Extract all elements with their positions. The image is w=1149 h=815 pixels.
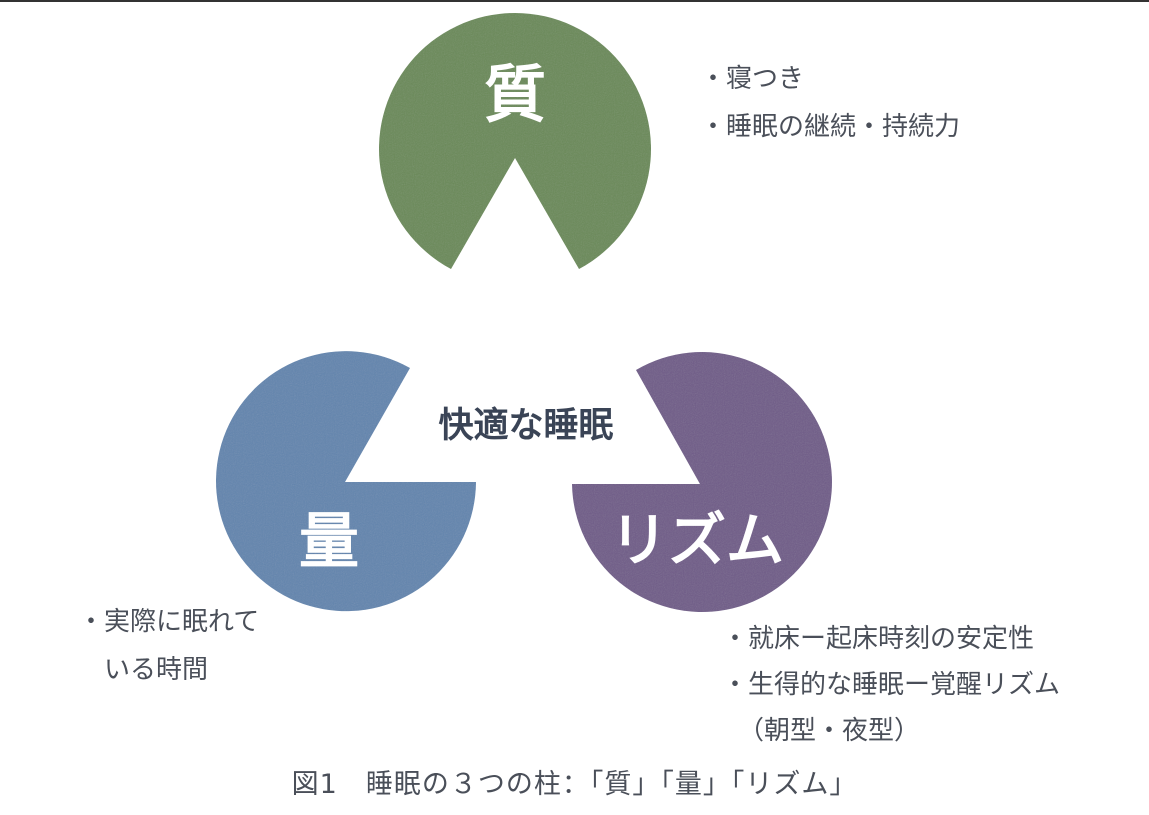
pillar-quantity-label: 量 <box>299 507 359 577</box>
rhythm-note-item: ・就床ー起床時刻の安定性 <box>722 624 1035 654</box>
quality-notes: ・寝つき ・睡眠の継続・持続力 <box>700 55 960 151</box>
pillar-rhythm-shape <box>572 352 832 613</box>
pillar-quality-label: 質 <box>484 58 546 131</box>
center-label: 快適な睡眠 <box>438 406 613 446</box>
top-rule <box>0 0 1149 2</box>
quality-note-item: ・寝つき <box>700 64 805 94</box>
rhythm-note-item: ・生得的な睡眠ー覚醒リズム <box>722 670 1061 700</box>
pillar-quality-shape <box>379 12 652 269</box>
quantity-note-item: いる時間 <box>104 655 209 685</box>
rhythm-note-item: （朝型・夜型） <box>738 716 921 746</box>
pillar-quantity-shape <box>216 351 476 612</box>
quality-note-item: ・睡眠の継続・持続力 <box>700 112 961 142</box>
rhythm-notes: ・就床ー起床時刻の安定性 ・生得的な睡眠ー覚醒リズム （朝型・夜型） <box>722 616 1060 754</box>
quantity-notes: ・実際に眠れて いる時間 <box>78 598 259 694</box>
figure-caption: 図1 睡眠の３つの柱：「質」「量」「リズム」 <box>291 769 858 800</box>
pillar-rhythm-label: リズム <box>610 506 784 574</box>
quantity-note-item: ・実際に眠れて <box>78 607 260 637</box>
